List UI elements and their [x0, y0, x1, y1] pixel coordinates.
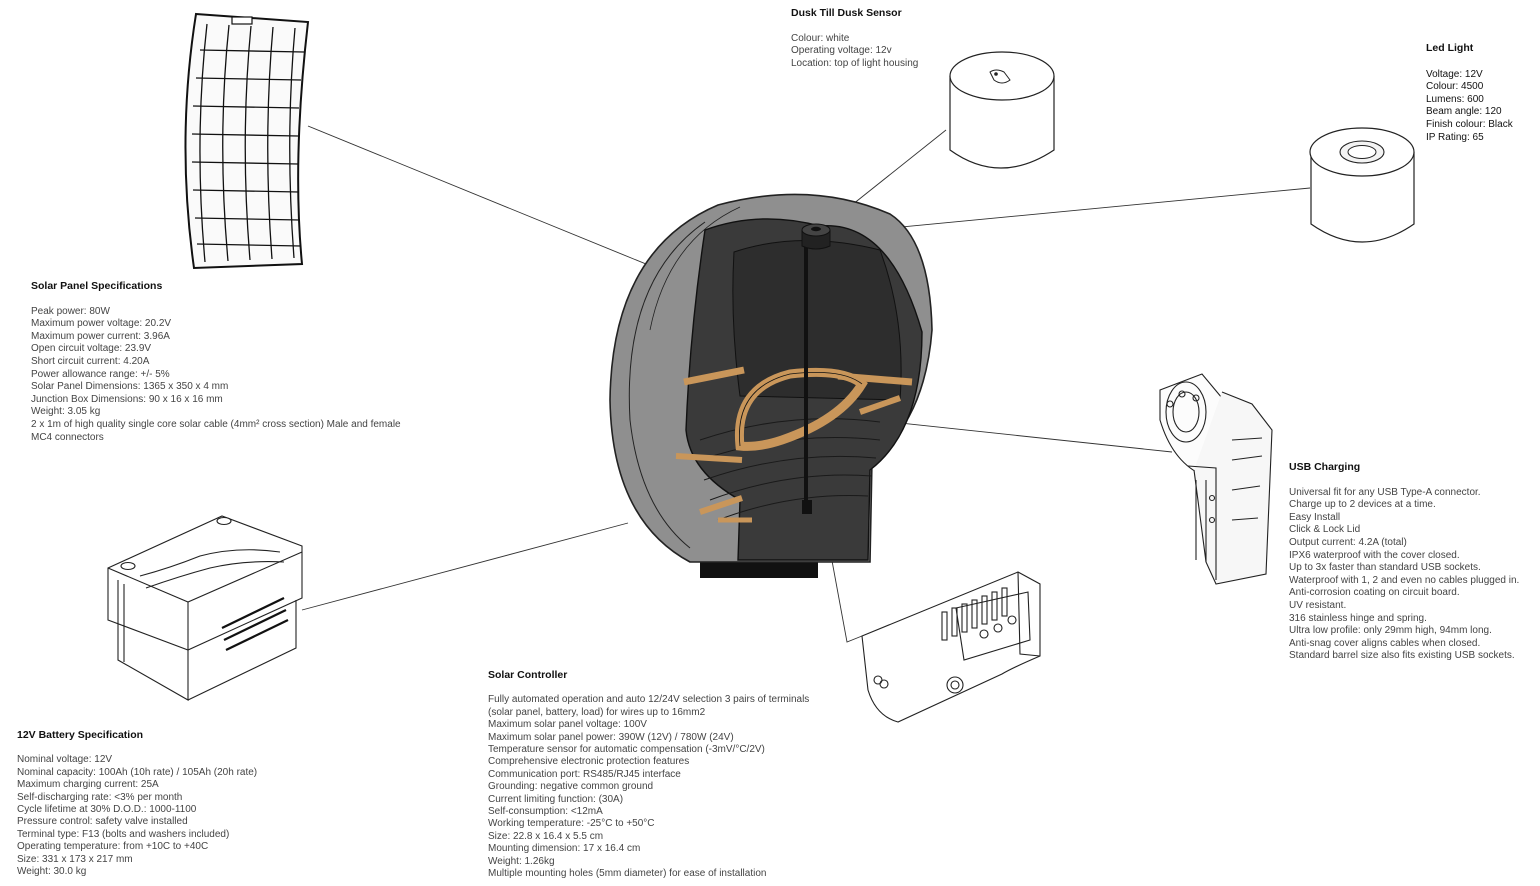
- leader-usb: [871, 419, 1173, 453]
- spec-line: Universal fit for any USB Type-A connect…: [1289, 486, 1481, 498]
- spec-line: Solar Panel Dimensions: 1365 x 350 x 4 m…: [31, 381, 229, 393]
- spec-line: Lumens: 600: [1426, 93, 1484, 105]
- spec-line: Open circuit voltage: 23.9V: [31, 343, 152, 355]
- spec-line: Grounding: negative common ground: [488, 781, 654, 793]
- battery-illustration: [107, 515, 303, 701]
- spec-line: Short circuit current: 4.20A: [31, 355, 150, 367]
- controller-spec: Solar Controller Fully automated operati…: [488, 669, 833, 881]
- spec-line: Fully automated operation and auto 12/24…: [488, 694, 810, 718]
- spec-line: Self-consumption: <12mA: [488, 806, 603, 818]
- usb-spec-lines: Universal fit for any USB Type-A connect…: [1289, 487, 1534, 663]
- dusk-sensor-illustration: [949, 51, 1055, 169]
- led-title: Led Light: [1426, 42, 1474, 54]
- usb-spec: USB Charging Universal fit for any USB T…: [1289, 461, 1534, 663]
- leader-solar-panel: [307, 125, 691, 283]
- spec-line: Up to 3x faster than standard USB socket…: [1289, 562, 1481, 574]
- spec-line: Self-discharging rate: <3% per month: [17, 791, 183, 803]
- spec-line: Maximum power voltage: 20.2V: [31, 318, 172, 330]
- spec-line: Weight: 1.26kg: [488, 855, 555, 867]
- spec-line: UV resistant.: [1289, 599, 1347, 611]
- spec-line: Terminal type: F13 (bolts and washers in…: [17, 828, 230, 840]
- spec-line: Power allowance range: +/- 5%: [31, 368, 170, 380]
- led-light-illustration: [1309, 127, 1415, 243]
- battery-title: 12V Battery Specification: [17, 729, 144, 741]
- spec-line: Colour: 4500: [1426, 81, 1484, 93]
- spec-line: Operating voltage: 12v: [791, 45, 892, 57]
- spec-line: Maximum solar panel voltage: 100V: [488, 719, 647, 731]
- battery-spec: 12V Battery Specification Nominal voltag…: [17, 729, 297, 878]
- spec-line: Ultra low profile: only 29mm high, 94mm …: [1289, 625, 1492, 637]
- spec-line: 2 x 1m of high quality single core solar…: [31, 418, 401, 443]
- spec-line: Pressure control: safety valve installed: [17, 816, 188, 828]
- spec-line: Size: 22.8 x 16.4 x 5.5 cm: [488, 830, 604, 842]
- solar-panel-spec: Solar Panel Specifications Peak power: 8…: [31, 280, 421, 444]
- spec-line: IPX6 waterproof with the cover closed.: [1289, 549, 1460, 561]
- usb-title: USB Charging: [1289, 461, 1361, 473]
- spec-line: Waterproof with 1, 2 and even no cables …: [1289, 574, 1520, 586]
- sensor-title: Dusk Till Dusk Sensor: [791, 7, 902, 19]
- spec-line: Colour: white: [791, 32, 850, 44]
- spec-line: Anti-corrosion coating on circuit board.: [1289, 587, 1460, 599]
- spec-line: 316 stainless hinge and spring.: [1289, 612, 1427, 624]
- spec-line: Communication port: RS485/RJ45 interface: [488, 768, 681, 780]
- spec-line: Anti-snag cover aligns cables when close…: [1289, 637, 1481, 649]
- spec-line: IP Rating: 65: [1426, 131, 1484, 143]
- spec-line: Operating temperature: from +10C to +40C: [17, 841, 209, 853]
- spec-line: Current limiting function: (30A): [488, 793, 624, 805]
- solar-controller-illustration: [861, 571, 1041, 723]
- leader-led: [827, 187, 1311, 235]
- spec-line: Multiple mounting holes (5mm diameter) f…: [488, 868, 767, 880]
- spec-line: Weight: 30.0 kg: [17, 866, 87, 878]
- spec-line: Weight: 3.05 kg: [31, 406, 101, 418]
- spec-line: Location: top of light housing: [791, 57, 919, 69]
- spec-line: Nominal voltage: 12V: [17, 754, 113, 766]
- spec-line: Mounting dimension: 17 x 16.4 cm: [488, 843, 641, 855]
- solar-panel-title: Solar Panel Specifications: [31, 280, 163, 292]
- spec-line: Beam angle: 120: [1426, 106, 1502, 118]
- pod-illustration: [609, 193, 933, 578]
- usb-charger-illustration: [1159, 373, 1273, 585]
- spec-line: Maximum charging current: 25A: [17, 779, 159, 791]
- spec-line: Working temperature: -25°C to +50°C: [488, 818, 655, 830]
- spec-line: Voltage: 12V: [1426, 68, 1483, 80]
- spec-line: Peak power: 80W: [31, 305, 110, 317]
- spec-line: Comprehensive electronic protection feat…: [488, 756, 690, 768]
- controller-spec-lines: Fully automated operation and auto 12/24…: [488, 694, 833, 880]
- spec-line: Junction Box Dimensions: 90 x 16 x 16 mm: [31, 393, 223, 405]
- spec-line: Maximum power current: 3.96A: [31, 330, 170, 342]
- controller-title: Solar Controller: [488, 669, 568, 681]
- spec-line: Click & Lock Lid: [1289, 524, 1361, 536]
- spec-line: Easy Install: [1289, 511, 1341, 523]
- spec-line: Maximum solar panel power: 390W (12V) / …: [488, 731, 734, 743]
- leader-battery: [301, 522, 629, 611]
- spec-line: Charge up to 2 devices at a time.: [1289, 499, 1436, 511]
- spec-line: Cycle lifetime at 30% D.O.D.: 1000-1100: [17, 804, 197, 816]
- solar-panel-illustration: [184, 12, 310, 270]
- spec-line: Temperature sensor for automatic compens…: [488, 744, 765, 756]
- spec-line: Nominal capacity: 100Ah (10h rate) / 105…: [17, 766, 258, 778]
- spec-line: Finish colour: Black: [1426, 118, 1513, 130]
- spec-line: Standard barrel size also fits existing …: [1289, 650, 1515, 662]
- spec-line: Output current: 4.2A (total): [1289, 536, 1407, 548]
- spec-line: Size: 331 x 173 x 217 mm: [17, 853, 133, 865]
